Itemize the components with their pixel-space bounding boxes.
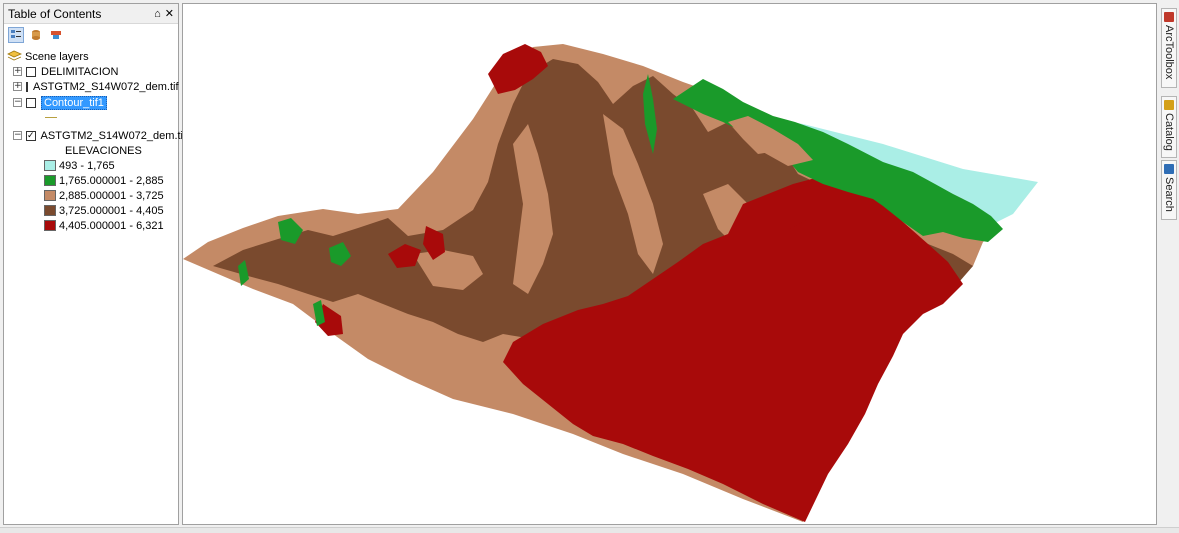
layer-row-delimitacion[interactable]: + DELIMITACION [7,64,178,79]
legend-swatch [44,190,56,201]
elevation-zone-mid [673,79,1003,242]
pin-icon[interactable]: ⌂ [154,7,161,20]
legend-class[interactable]: 2,885.000001 - 3,725 [7,188,178,203]
legend-swatch [44,160,56,171]
layer-label[interactable]: ASTGTM2_S14W072_dem.tif [33,80,179,93]
scene-layers-root[interactable]: Scene layers [7,49,178,64]
toc-header: Table of Contents ⌂ ✕ [4,4,178,24]
layers-folder-icon [7,50,23,64]
legend-class-label: 2,885.000001 - 3,725 [59,189,164,202]
toc-title: Table of Contents [8,6,102,21]
layer-tree: Scene layers + DELIMITACION + ASTGTM2_S1… [4,46,186,233]
elevation-zone-highest-summit [488,44,548,94]
legend-swatch [44,220,56,231]
layer-visibility-checkbox[interactable] [26,66,36,77]
toc-toolbar [4,24,178,46]
scene-view[interactable] [182,3,1157,525]
table-of-contents-panel: Table of Contents ⌂ ✕ Scene layers [3,3,186,525]
collapse-icon[interactable]: − [13,130,22,140]
legend-class[interactable]: 3,725.000001 - 4,405 [7,203,178,218]
status-bar [0,527,1179,533]
collapse-icon[interactable]: − [13,97,22,107]
close-icon[interactable]: ✕ [164,8,174,20]
layer-row-dem-visible[interactable]: − ✓ ASTGTM2_S14W072_dem.tif [7,128,186,143]
dock-tab-search[interactable]: Search [1161,160,1177,220]
list-by-source-icon[interactable] [28,27,44,43]
dock-tab-label: ArcToolbox [1163,25,1175,80]
layer-row-dem[interactable]: + ASTGTM2_S14W072_dem.tif [7,79,179,94]
legend-class-label: 4,405.000001 - 6,321 [59,219,164,232]
legend-class[interactable]: 4,405.000001 - 6,321 [7,218,178,233]
legend-class[interactable]: 493 - 1,765 [7,158,178,173]
legend-class-label: 493 - 1,765 [59,159,115,172]
list-by-visibility-icon[interactable] [48,27,64,43]
legend-class-label: 3,725.000001 - 4,405 [59,204,164,217]
layer-row-contour[interactable]: − Contour_tif1 [7,94,178,111]
contour-line-symbol [45,117,57,118]
dock-tab-label: Search [1163,177,1175,212]
layer-visibility-checkbox[interactable] [26,97,36,108]
dock-tab-label: Catalog [1163,113,1175,151]
scene-layers-label: Scene layers [25,50,89,63]
right-dock: ArcToolbox Catalog Search [1159,3,1179,525]
expand-icon[interactable]: + [13,81,22,91]
legend-class[interactable]: 1,765.000001 - 2,885 [7,173,178,188]
contour-symbol-row [7,111,178,124]
layer-visibility-checkbox[interactable] [26,81,28,92]
expand-icon[interactable]: + [13,66,22,76]
elevation-zone-highest [503,176,963,522]
catalog-icon [1164,100,1174,110]
layer-visibility-checkbox-checked[interactable]: ✓ [26,130,36,141]
layer-label-selected[interactable]: Contour_tif1 [41,95,107,110]
layer-label[interactable]: ASTGTM2_S14W072_dem.tif [40,129,187,142]
toolbox-icon [1164,12,1174,22]
dock-tab-catalog[interactable]: Catalog [1161,96,1177,158]
list-by-drawing-order-icon[interactable] [8,27,24,43]
legend-heading: ELEVACIONES [65,144,142,157]
terrain-surface[interactable] [183,4,1157,525]
legend-swatch [44,175,56,186]
layer-label[interactable]: DELIMITACION [41,65,119,78]
legend-swatch [44,205,56,216]
dock-tab-arctoolbox[interactable]: ArcToolbox [1161,8,1177,88]
legend-class-label: 1,765.000001 - 2,885 [59,174,164,187]
search-icon [1164,164,1174,174]
